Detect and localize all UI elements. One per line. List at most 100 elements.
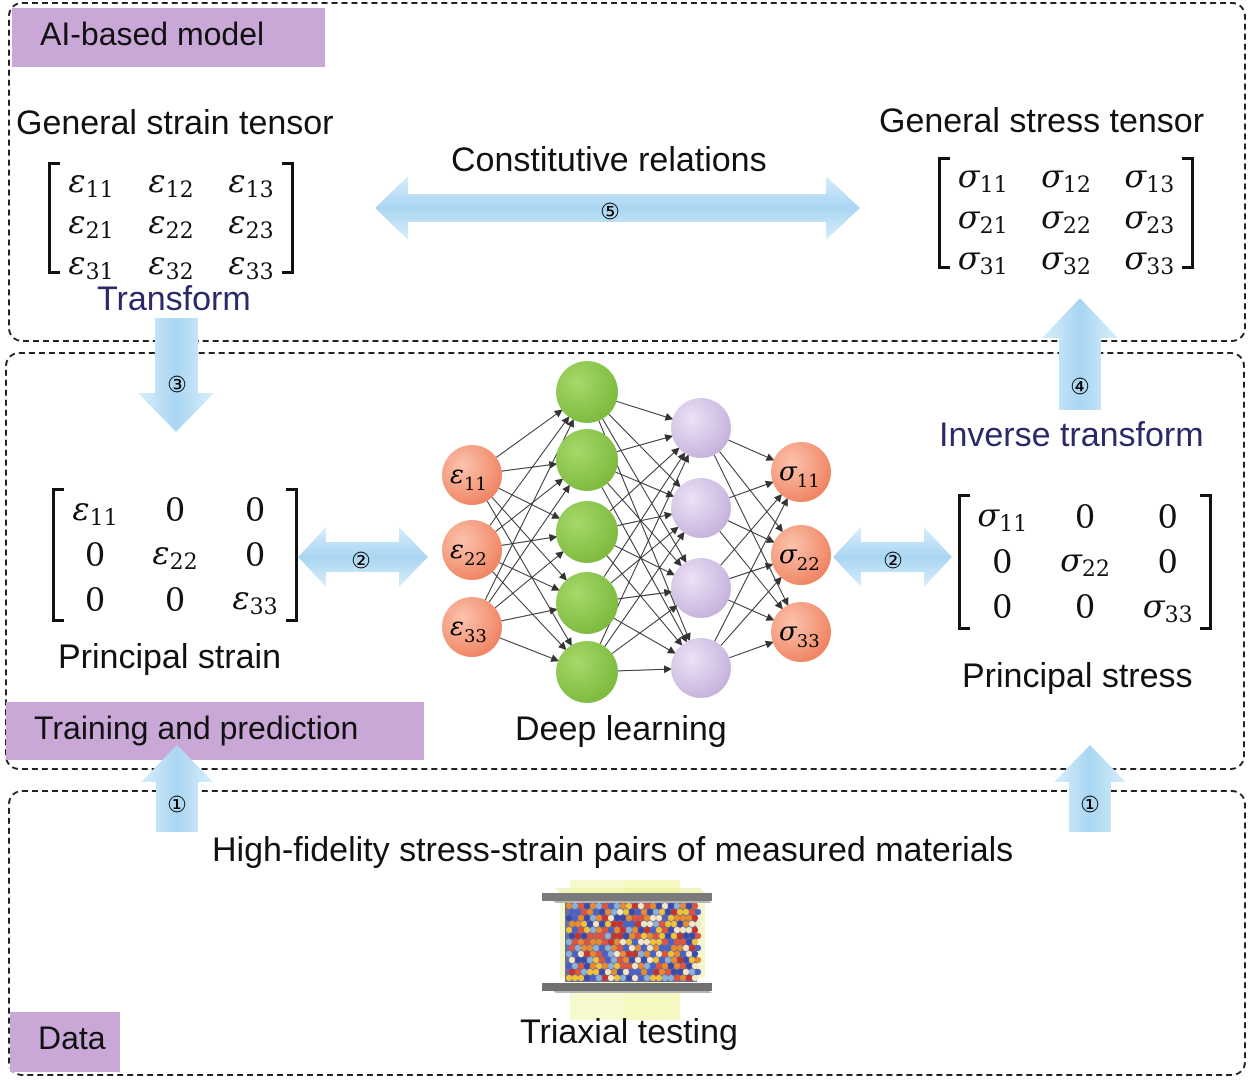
network-connection xyxy=(616,400,674,421)
principal-stress-label: Principal stress xyxy=(962,657,1193,695)
hidden2-node xyxy=(671,638,731,698)
input-node xyxy=(442,520,502,580)
hidden2-node xyxy=(671,558,731,618)
output-node xyxy=(771,525,831,585)
network-connection xyxy=(499,637,560,662)
matrix-cell: σ13 xyxy=(1124,157,1175,198)
data-panel xyxy=(8,790,1246,1076)
network-connection xyxy=(491,496,567,581)
input-node xyxy=(442,445,502,505)
output-node xyxy=(771,602,831,662)
matrix-cell: σ23 xyxy=(1124,198,1175,239)
deep-learning-label: Deep learning xyxy=(515,710,727,748)
transform-down-arrow xyxy=(138,318,214,432)
matrix-cell: ε21 xyxy=(68,203,114,244)
network-connection xyxy=(611,605,678,655)
network-connection xyxy=(728,599,775,621)
matrix-cell: σ22 xyxy=(1041,198,1091,239)
network-connection xyxy=(617,511,673,527)
matrix-cell: σ11 xyxy=(977,496,1028,538)
network-connection xyxy=(616,434,674,453)
matrix-cell: σ33 xyxy=(1142,586,1193,628)
output-node-label: σ11 xyxy=(779,457,820,492)
network-connection xyxy=(714,497,788,642)
network-connection xyxy=(729,562,774,580)
matrix-cell: σ22 xyxy=(1060,541,1110,583)
matrix-cell: ε22 xyxy=(152,534,198,576)
training-panel xyxy=(5,352,1245,770)
matrix-cell: ε23 xyxy=(228,203,274,244)
network-connection xyxy=(613,617,676,654)
network-connection xyxy=(727,520,775,543)
hidden2-node xyxy=(671,398,731,458)
network-connection xyxy=(608,413,681,488)
matrix-cell: 0 xyxy=(1157,497,1178,536)
network-connection xyxy=(606,555,683,646)
matrix-cell: 0 xyxy=(84,580,106,619)
triaxial-specimen-image xyxy=(542,880,712,1020)
data-up-arrow-right xyxy=(1054,745,1126,832)
step-3-label: ③ xyxy=(167,373,187,398)
inverse-transform-up-arrow xyxy=(1042,298,1118,410)
network-connection xyxy=(617,665,673,674)
hidden1-node xyxy=(556,572,618,634)
matrix-cell: 0 xyxy=(1157,542,1178,581)
network-connection xyxy=(501,606,558,622)
matrix-cell: 0 xyxy=(244,491,266,530)
network-connection xyxy=(501,460,558,472)
network-connection xyxy=(609,447,680,512)
hidden1-node xyxy=(556,501,618,563)
network-connection xyxy=(610,526,679,584)
network-connection xyxy=(728,439,775,461)
step-2-right-label: ② xyxy=(883,549,903,574)
matrix-cell: 0 xyxy=(164,580,186,619)
network-connection xyxy=(488,484,570,603)
matrix-cell: 0 xyxy=(992,588,1013,627)
ai-model-tag: AI-based model xyxy=(12,8,325,67)
constitutive-relations-label: Constitutive relations xyxy=(451,141,767,179)
network-connection xyxy=(614,545,675,576)
network-connection xyxy=(617,588,673,600)
hidden1-node xyxy=(556,361,618,423)
ai-model-panel xyxy=(8,2,1246,342)
hidden1-node xyxy=(556,641,618,703)
network-connection xyxy=(607,482,682,567)
matrix-cell: 0 xyxy=(992,542,1013,581)
network-connection xyxy=(496,409,563,458)
matrix-cell: ε11 xyxy=(68,162,114,203)
matrix-cell: 0 xyxy=(1074,497,1096,536)
matrix-cell: 0 xyxy=(84,535,106,574)
general-strain-title: General strain tensor xyxy=(16,104,334,142)
training-tag: Training and prediction xyxy=(6,702,424,760)
matrix-cell: σ32 xyxy=(1041,239,1091,280)
strain-network-double-arrow xyxy=(298,527,428,587)
matrix-cell: ε31 xyxy=(68,244,114,285)
matrix-cell: σ31 xyxy=(957,239,1008,280)
network-connection xyxy=(604,531,685,647)
matrix-cell: ε32 xyxy=(148,244,194,285)
network-connections xyxy=(484,400,789,674)
network-connection xyxy=(601,486,688,643)
network-connection xyxy=(602,418,687,563)
matrix-cell: ε22 xyxy=(148,203,194,244)
network-connection xyxy=(729,480,774,499)
stress-strain-pairs-label: High-fidelity stress-strain pairs of mea… xyxy=(212,831,1014,869)
step-2-left-label: ② xyxy=(351,549,371,574)
matrix-cell: σ11 xyxy=(957,157,1008,198)
constitutive-double-arrow xyxy=(375,176,860,240)
data-up-arrow-left xyxy=(141,745,213,832)
matrix-cell: ε11 xyxy=(72,489,118,531)
network-connection xyxy=(499,562,560,591)
step-1-right-label: ① xyxy=(1080,793,1100,818)
network-connection xyxy=(729,640,774,659)
network-connection xyxy=(492,571,567,651)
network-connection xyxy=(501,533,558,546)
matrix-cell: ε13 xyxy=(228,162,274,203)
network-connection xyxy=(498,487,561,519)
network-connection xyxy=(719,451,784,533)
input-node xyxy=(442,597,502,657)
general-stress-title: General stress tensor xyxy=(879,102,1205,140)
network-connection xyxy=(495,478,564,532)
